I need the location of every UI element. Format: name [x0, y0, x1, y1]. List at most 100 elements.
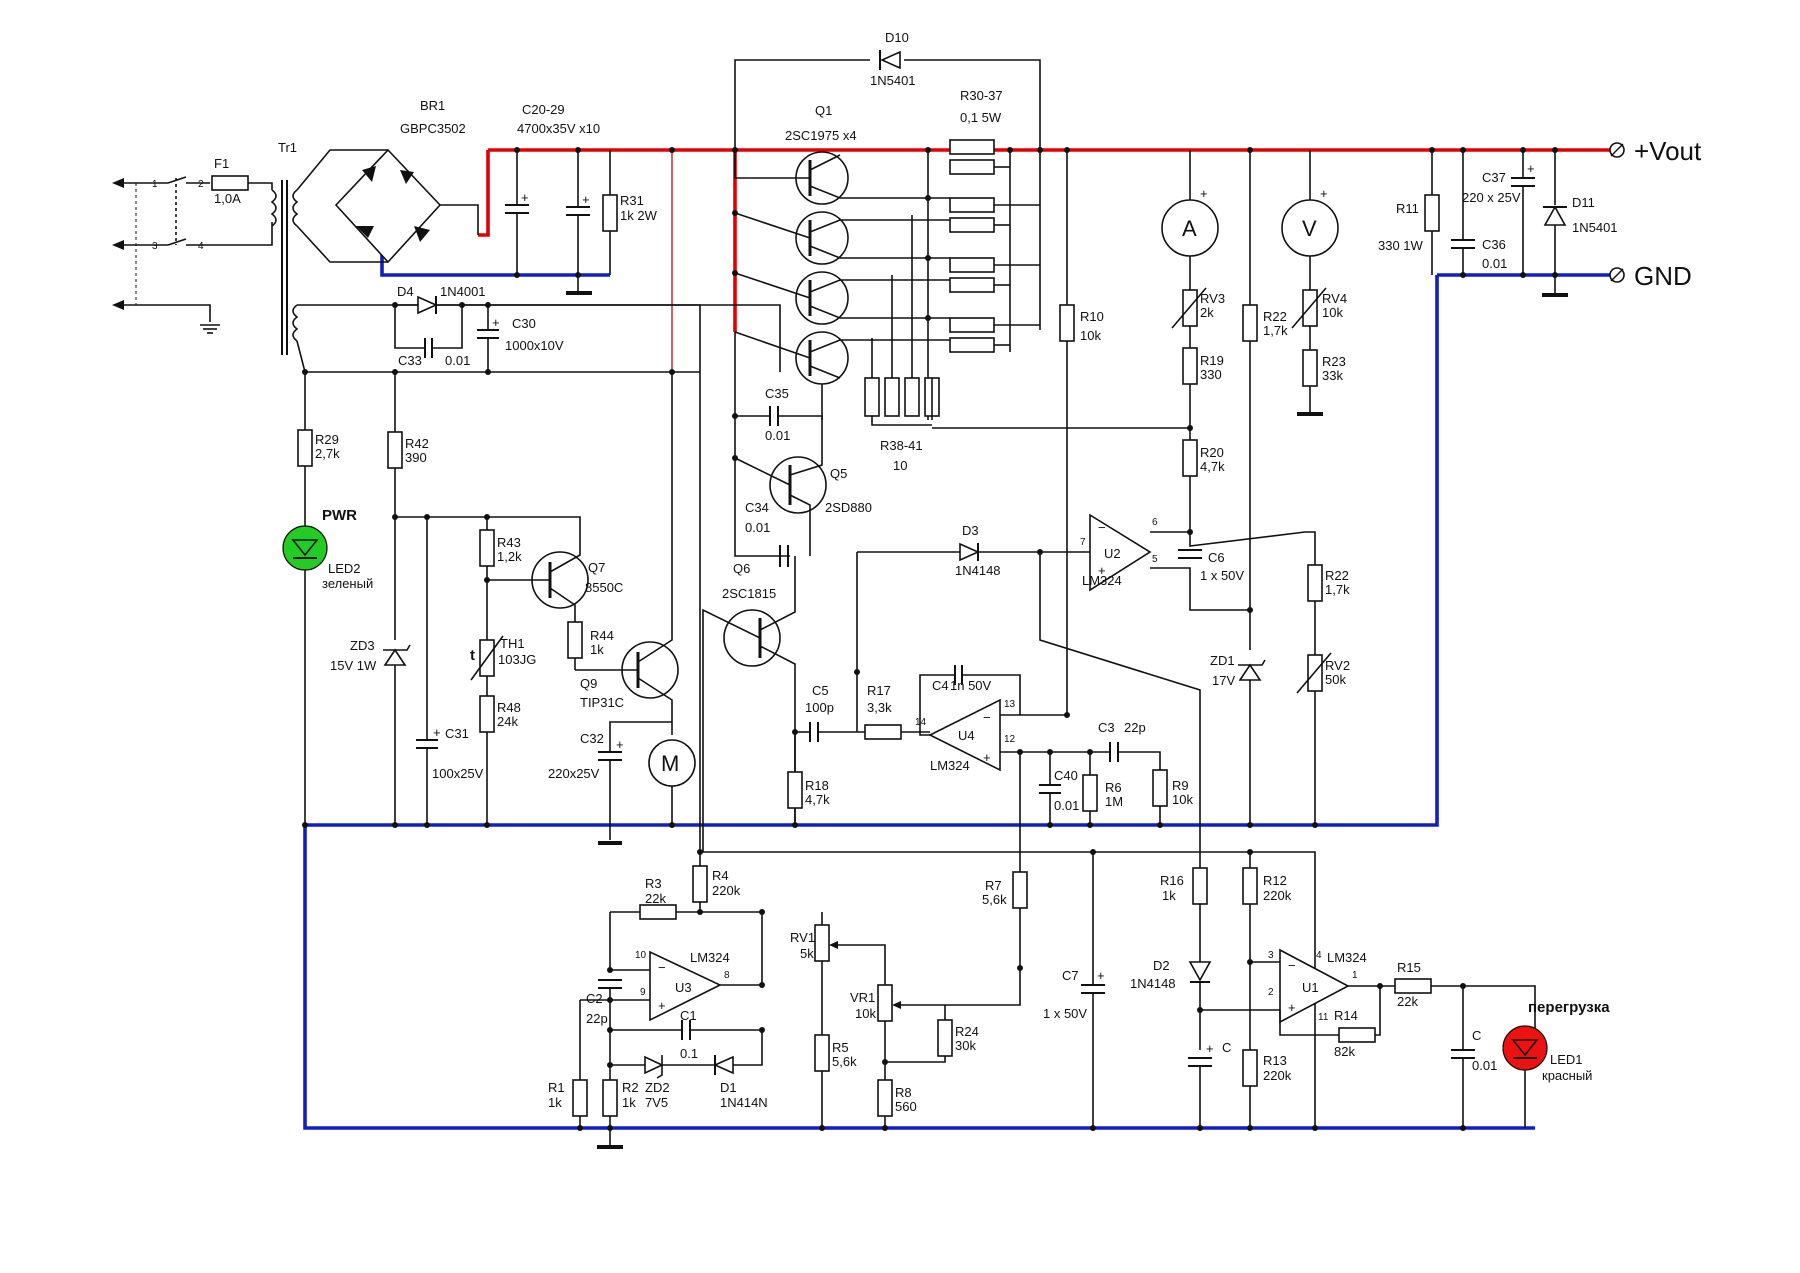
- d3-label: D3: [962, 523, 979, 538]
- r38-value: 10: [893, 458, 907, 473]
- r12-value: 220k: [1263, 888, 1292, 903]
- c30-plus: +: [492, 315, 500, 330]
- diode-d10: D10 1N5401: [734, 30, 1041, 330]
- u2-label: U2: [1104, 546, 1121, 561]
- r22b-value: 1,7k: [1325, 582, 1350, 597]
- r14-value: 82k: [1334, 1044, 1355, 1059]
- u1-pin2: 2: [1268, 987, 1274, 998]
- c33-label: C33: [398, 353, 422, 368]
- r20-label: R20: [1200, 445, 1224, 460]
- c7-label: C7: [1062, 968, 1079, 983]
- r7-value: 5,6k: [982, 892, 1007, 907]
- reference-divider: RV1 5k R5 5,6k VR1 10k R8 560 R24 30k R7…: [790, 871, 1028, 1128]
- r31-label: R31: [620, 193, 644, 208]
- q1-label: Q1: [815, 103, 832, 118]
- c20-plus: +: [521, 190, 529, 205]
- r17-value: 3,3k: [867, 700, 892, 715]
- rv2-label: RV2: [1325, 658, 1350, 673]
- c40-value: 0.01: [1054, 798, 1079, 813]
- r43-value: 1,2k: [497, 549, 522, 564]
- u3-pin10: 10: [635, 950, 647, 961]
- q1-part: 2SC1975 x4: [785, 128, 857, 143]
- r10-value: 10k: [1080, 328, 1101, 343]
- u4-pin12: 12: [1004, 734, 1016, 745]
- rv1-value: 5k: [800, 946, 814, 961]
- r29-value: 2,7k: [315, 446, 340, 461]
- c-led-value: 0.01: [1472, 1058, 1497, 1073]
- u1-pin3: 3: [1268, 950, 1274, 961]
- c32-label: C32: [580, 731, 604, 746]
- voltmeter-plus: +: [1320, 186, 1328, 201]
- pin-3: 3: [152, 241, 158, 252]
- c7-plus: +: [1097, 968, 1105, 983]
- u2-minus: −: [1098, 520, 1106, 535]
- positive-rail: [478, 148, 1610, 372]
- diode-d3: D3 1N4148: [856, 523, 1040, 672]
- pwr-label: PWR: [322, 507, 357, 524]
- r29-label: R29: [315, 432, 339, 447]
- rv1-label: RV1: [790, 930, 815, 945]
- u3-label: U3: [675, 980, 692, 995]
- c35-value: 0.01: [765, 428, 790, 443]
- r22a-value: 1,7k: [1263, 323, 1288, 338]
- c4-value: 1n 50V: [950, 678, 992, 693]
- r9-label: R9: [1172, 778, 1189, 793]
- d11-part: 1N5401: [1572, 220, 1618, 235]
- r43-label: R43: [497, 535, 521, 550]
- q5-part: 2SD880: [825, 500, 872, 515]
- r5-value: 5,6k: [832, 1054, 857, 1069]
- r38-label: R38-41: [880, 438, 923, 453]
- r4-value: 220k: [712, 883, 741, 898]
- u3-pin8: 8: [724, 970, 730, 981]
- u1-plus: +: [1288, 1000, 1296, 1015]
- u2-part: LM324: [1082, 573, 1122, 588]
- c4-label: C4: [932, 678, 949, 693]
- rv3-value: 2k: [1200, 305, 1214, 320]
- rv3-label: RV3: [1200, 291, 1225, 306]
- junction-dots: [302, 147, 1558, 1131]
- c6-value: 1 x 50V: [1200, 568, 1244, 583]
- r18-value: 4,7k: [805, 792, 830, 807]
- r10-label: R10: [1080, 309, 1104, 324]
- br1-label: BR1: [420, 98, 445, 113]
- c2-value: 22p: [586, 1011, 608, 1026]
- power-transistors-q1: Q1 2SC1975 x4: [734, 103, 950, 420]
- f1-label: F1: [214, 156, 229, 171]
- zd3-value: 15V 1W: [330, 658, 377, 673]
- r15-value: 22k: [1397, 994, 1418, 1009]
- q7-part: 8550C: [585, 580, 623, 595]
- r2-value: 1k: [622, 1095, 636, 1110]
- th1-label: TH1: [500, 636, 525, 651]
- zd2-value: 7V5: [645, 1095, 668, 1110]
- fuse-f1: F1 1,0A: [211, 156, 273, 206]
- tr1-label: Tr1: [278, 140, 297, 155]
- c37-value: 220 x 25V: [1462, 190, 1521, 205]
- aux-supply: D4 1N4001 C33 0.01 + C30 1000x10V: [394, 284, 701, 852]
- r13-value: 220k: [1263, 1068, 1292, 1083]
- c20-value: 4700x35V x10: [517, 121, 600, 136]
- output-filter: R11 330 1W C36 0.01 + C37 220 x 25V D11 …: [1378, 136, 1702, 297]
- d2-part: 1N4148: [1130, 976, 1176, 991]
- zd3-label: ZD3: [350, 638, 375, 653]
- d1-part: 1N414N: [720, 1095, 768, 1110]
- r8-value: 560: [895, 1099, 917, 1114]
- voltmeter-label: V: [1302, 216, 1317, 241]
- zd1-label: ZD1: [1210, 653, 1235, 668]
- r12-label: R12: [1263, 873, 1287, 888]
- u3-plus: +: [658, 998, 666, 1013]
- r14-label: R14: [1334, 1008, 1358, 1023]
- r7-label: R7: [985, 878, 1002, 893]
- d4-part: 1N4001: [440, 284, 486, 299]
- c31-value: 100x25V: [432, 766, 484, 781]
- pin-4: 4: [198, 241, 204, 252]
- c37-label: C37: [1482, 170, 1506, 185]
- u1-pin1: 1: [1352, 970, 1358, 981]
- r6-value: 1M: [1105, 794, 1123, 809]
- c32-value: 220x25V: [548, 766, 600, 781]
- c7-value: 1 x 50V: [1043, 1006, 1087, 1021]
- br1-part: GBPC3502: [400, 121, 466, 136]
- d11-label: D11: [1572, 195, 1595, 210]
- r17-label: R17: [867, 683, 891, 698]
- r1-value: 1k: [548, 1095, 562, 1110]
